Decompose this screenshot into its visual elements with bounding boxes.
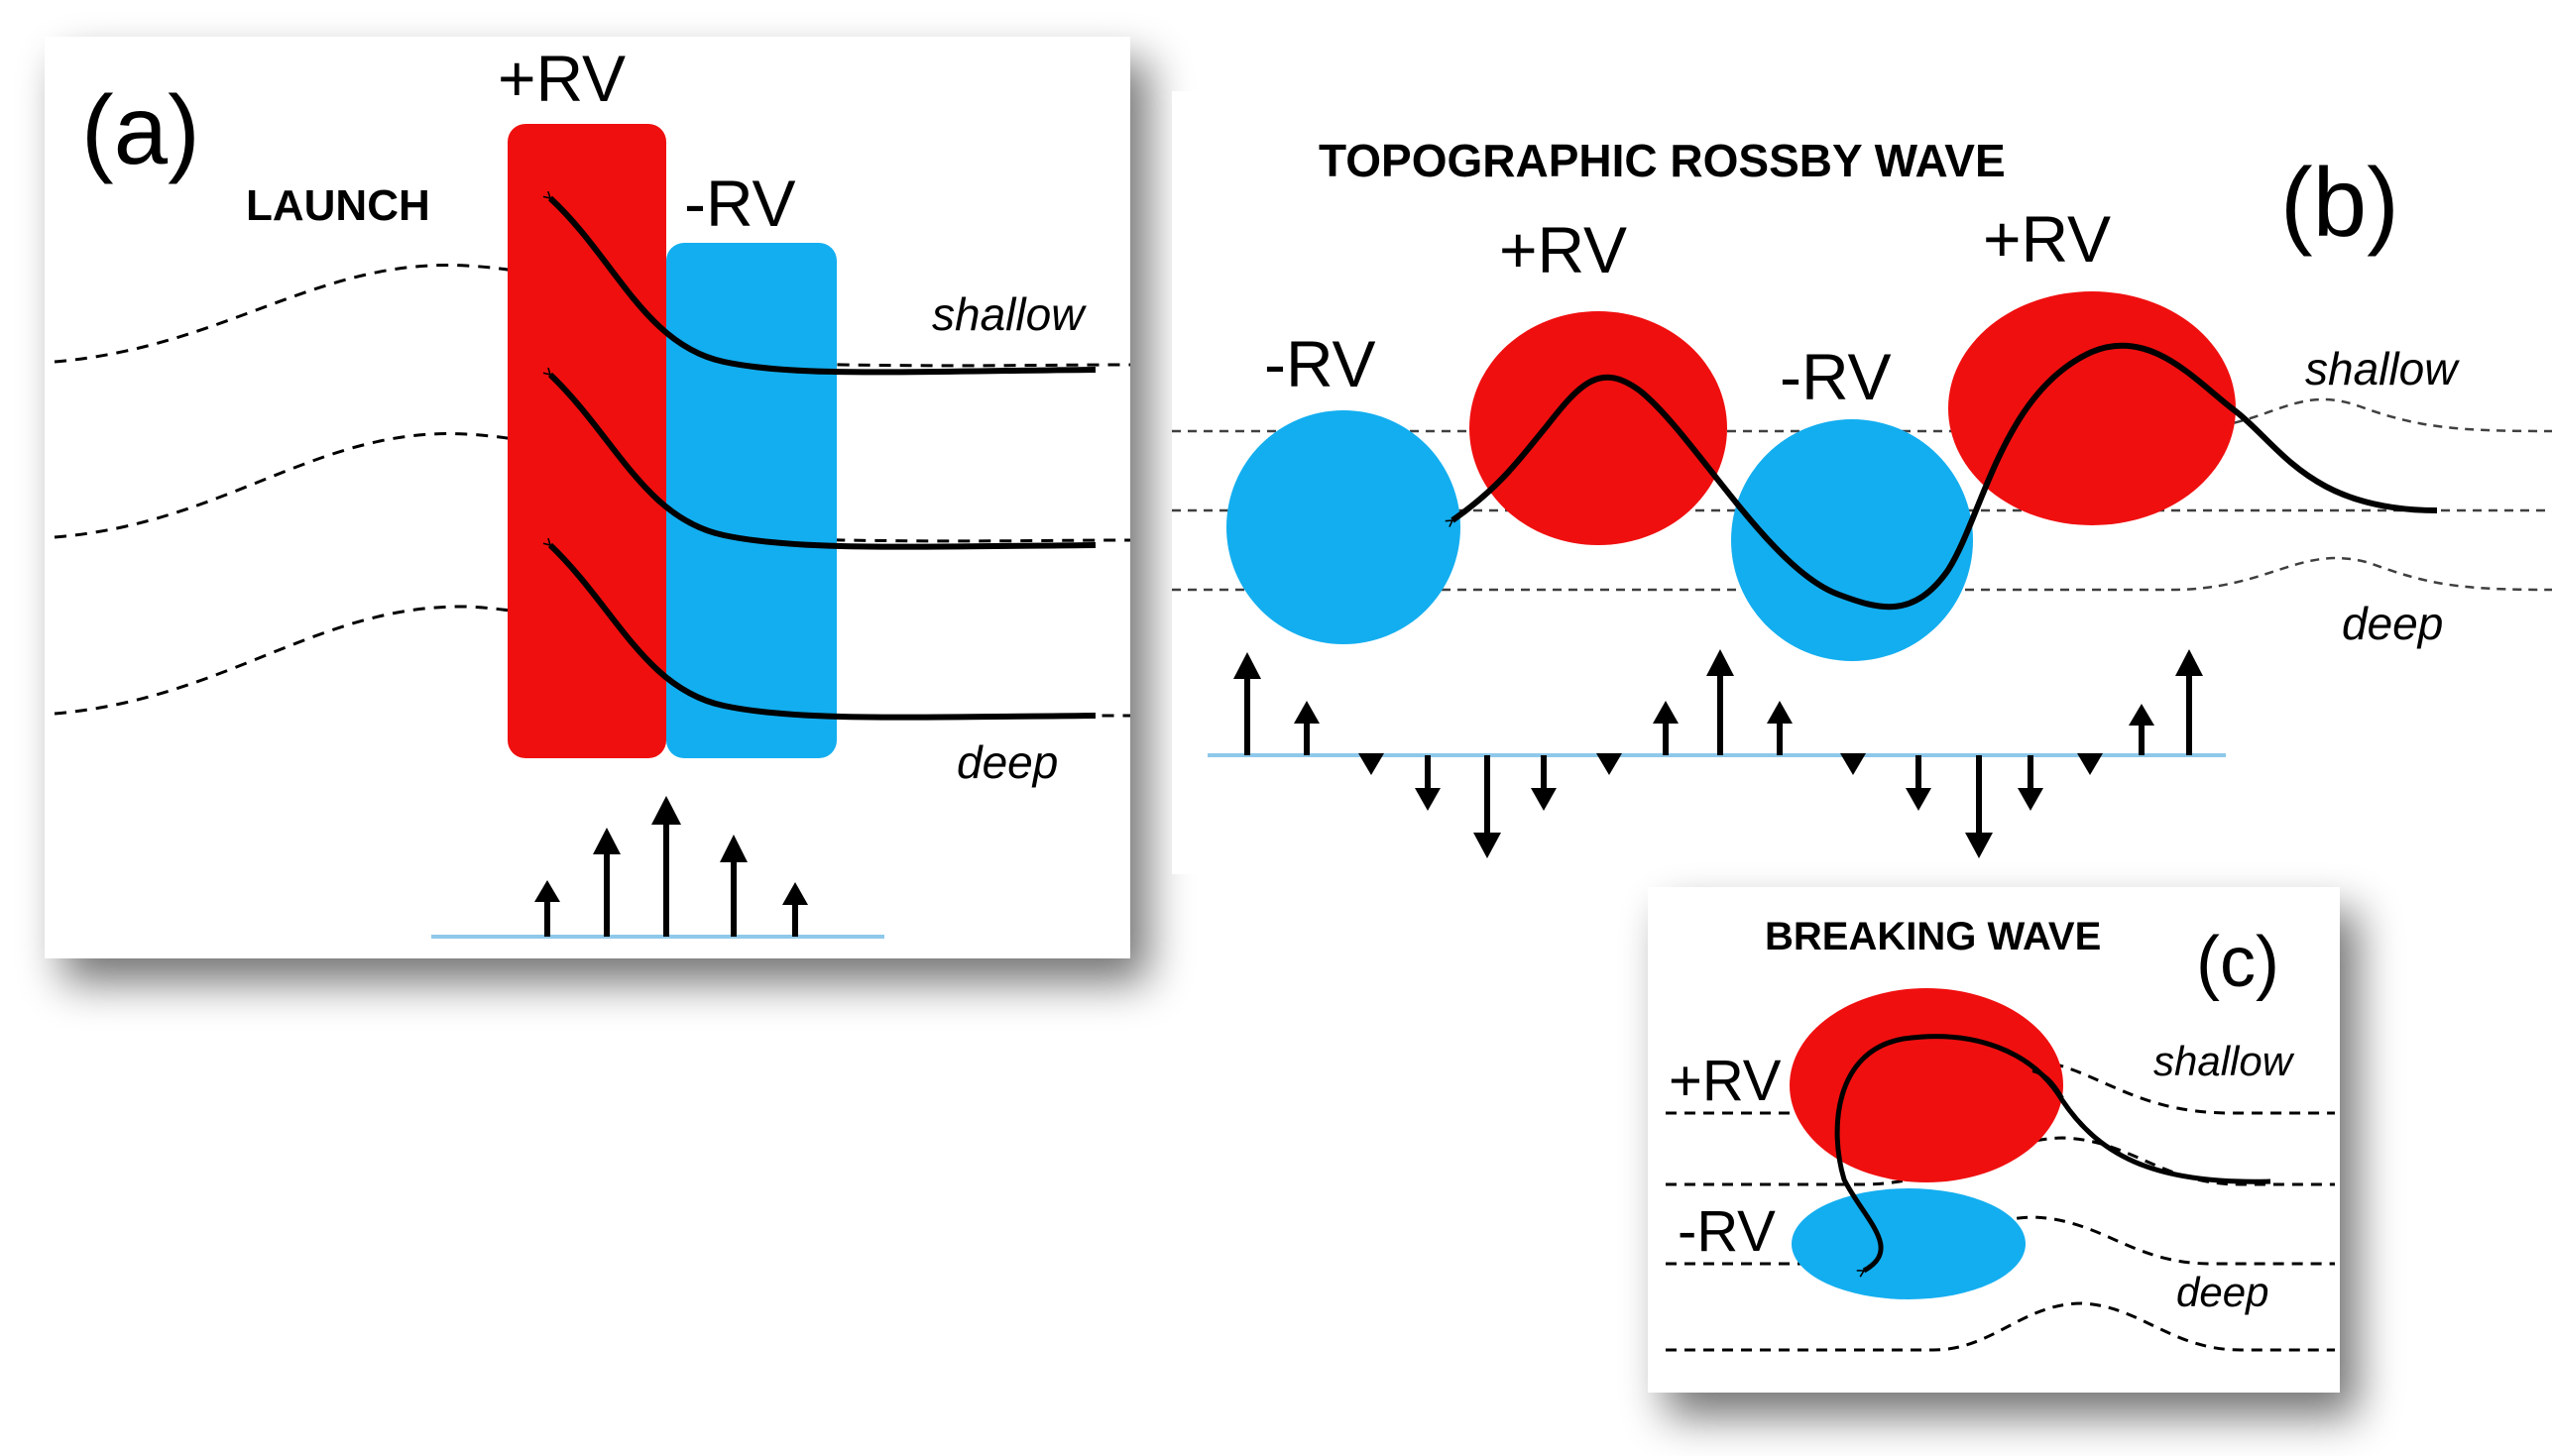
panel-c-label: (c) xyxy=(2196,923,2279,1002)
panel-c-title: BREAKING WAVE xyxy=(1765,915,2101,958)
panel-b-deep-label: deep xyxy=(2342,598,2443,649)
arrow-up-icon xyxy=(1767,701,1793,755)
isobath-shallow xyxy=(54,264,1131,368)
arrow-up-icon xyxy=(1294,701,1320,755)
streamline-middle xyxy=(542,367,1097,550)
arrow-up-icon xyxy=(1706,649,1734,755)
arrowhead-icon xyxy=(2077,753,2103,775)
arrow-down-icon xyxy=(1473,755,1501,858)
isobath-middle xyxy=(54,432,1131,543)
panel-a-streamlines xyxy=(542,190,1097,721)
arrow-up-icon xyxy=(593,828,621,937)
negative-vorticity-bar xyxy=(666,243,837,758)
arrow-down-icon xyxy=(1415,755,1441,811)
positive-vortex-2 xyxy=(1948,291,2236,525)
panel-a-deep-label: deep xyxy=(957,736,1058,788)
isobath-c-4 xyxy=(1666,1301,2335,1352)
arrowhead-icon xyxy=(1358,753,1384,775)
arrow-up-icon xyxy=(1233,652,1261,755)
arrow-up-icon xyxy=(534,880,560,937)
panel-a: (a) LAUNCH +RV -RV shallow deep xyxy=(45,37,1131,958)
isobath-b-bottom xyxy=(1172,556,2552,592)
panel-b-shallow-label: shallow xyxy=(2305,343,2460,394)
panel-a-title: LAUNCH xyxy=(246,181,430,230)
panel-c-deep-label: deep xyxy=(2176,1269,2268,1315)
arrow-up-icon xyxy=(2175,649,2203,755)
panel-a-negative-rv-label: -RV xyxy=(684,167,795,240)
panel-b-rv-label-4: +RV xyxy=(1983,202,2111,276)
negative-vortex-c xyxy=(1792,1188,2026,1299)
arrow-up-icon xyxy=(651,796,681,937)
panel-c-shallow-label: shallow xyxy=(2153,1038,2295,1084)
positive-vortex-1 xyxy=(1469,311,1727,545)
arrowhead-icon xyxy=(1840,753,1866,775)
arrow-down-icon xyxy=(2018,755,2043,811)
arrow-down-icon xyxy=(1965,755,1993,858)
arrow-up-icon xyxy=(720,835,748,937)
arrow-up-icon xyxy=(782,882,808,937)
arrow-down-icon xyxy=(1531,755,1557,811)
negative-vortex-1 xyxy=(1226,410,1460,644)
arrow-up-icon xyxy=(1653,701,1679,755)
panel-c-negative-rv-label: -RV xyxy=(1678,1199,1776,1264)
breaking-wave-return-loop xyxy=(2031,1068,2064,1099)
panel-b-rv-label-2: +RV xyxy=(1499,213,1627,286)
arrow-up-icon xyxy=(2129,704,2154,755)
panel-b-title: TOPOGRAPHIC ROSSBY WAVE xyxy=(1319,135,2006,186)
panel-b: TOPOGRAPHIC ROSSBY WAVE (b) -RV +RV -RV … xyxy=(1172,91,2552,874)
panel-a-shallow-label: shallow xyxy=(932,288,1087,340)
panel-b-velocity-arrows xyxy=(1233,649,2203,858)
rossby-wave-streamline xyxy=(1445,342,2438,611)
panel-c-positive-rv-label: +RV xyxy=(1669,1049,1782,1113)
panel-b-rv-label-1: -RV xyxy=(1264,327,1375,400)
streamline-shallow xyxy=(542,190,1097,376)
isobath-b-top xyxy=(1172,397,2552,433)
positive-vortex-c xyxy=(1790,988,2063,1182)
panel-a-velocity-arrows xyxy=(534,796,808,937)
panel-a-label: (a) xyxy=(81,75,200,184)
panel-b-label: (b) xyxy=(2280,148,2399,257)
panel-c: BREAKING WAVE (c) +RV -RV shallow deep xyxy=(1648,887,2340,1393)
streamline-deep xyxy=(542,537,1097,721)
arrowhead-icon xyxy=(1596,753,1622,775)
panel-b-rv-label-3: -RV xyxy=(1780,340,1891,413)
arrow-down-icon xyxy=(1906,755,1931,811)
panel-a-positive-rv-label: +RV xyxy=(498,42,626,115)
breaking-wave-streamline xyxy=(1834,1034,2271,1278)
positive-vorticity-bar xyxy=(508,124,666,758)
